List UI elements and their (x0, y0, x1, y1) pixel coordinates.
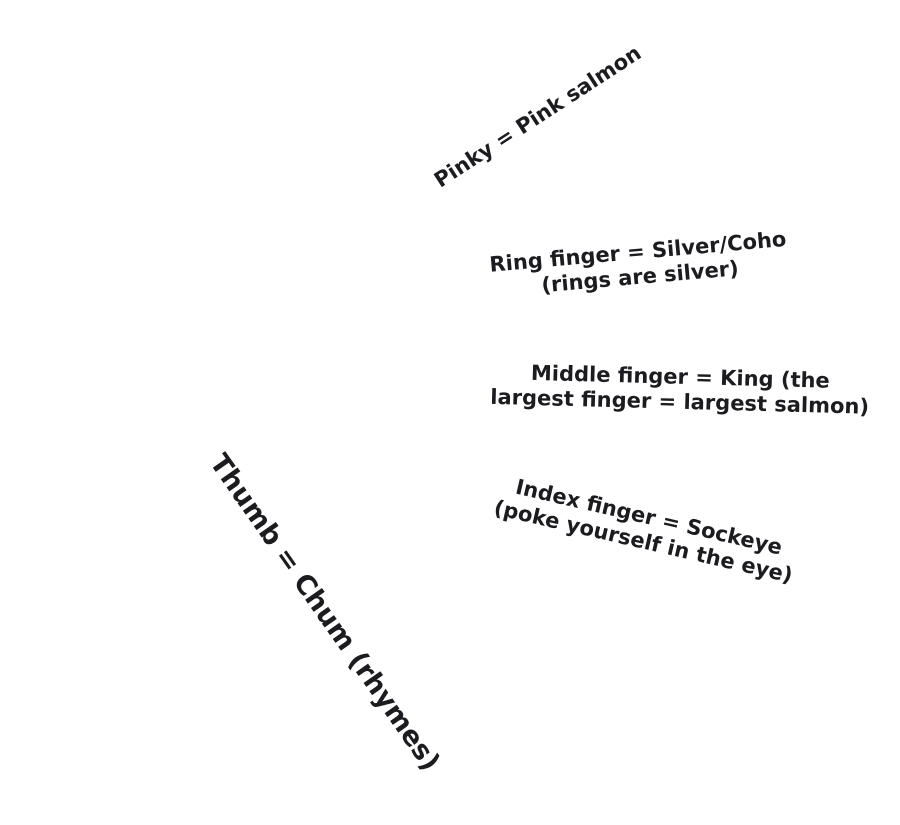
thumb-label: Thumb = Chum (rhymes) (202, 449, 446, 778)
index-finger-label: Index finger = Sockeye (poke yourself in… (491, 471, 800, 589)
ring-finger-label: Ring finger = Silver/Coho (rings are sil… (489, 227, 790, 303)
thumb-label-text: Thumb = Chum (rhymes) (203, 448, 446, 777)
pinky-label: Pinky = Pink salmon (430, 41, 646, 194)
pinky-label-text: Pinky = Pink salmon (429, 40, 646, 193)
middle-finger-label: Middle finger = King (the largest finger… (490, 360, 870, 420)
